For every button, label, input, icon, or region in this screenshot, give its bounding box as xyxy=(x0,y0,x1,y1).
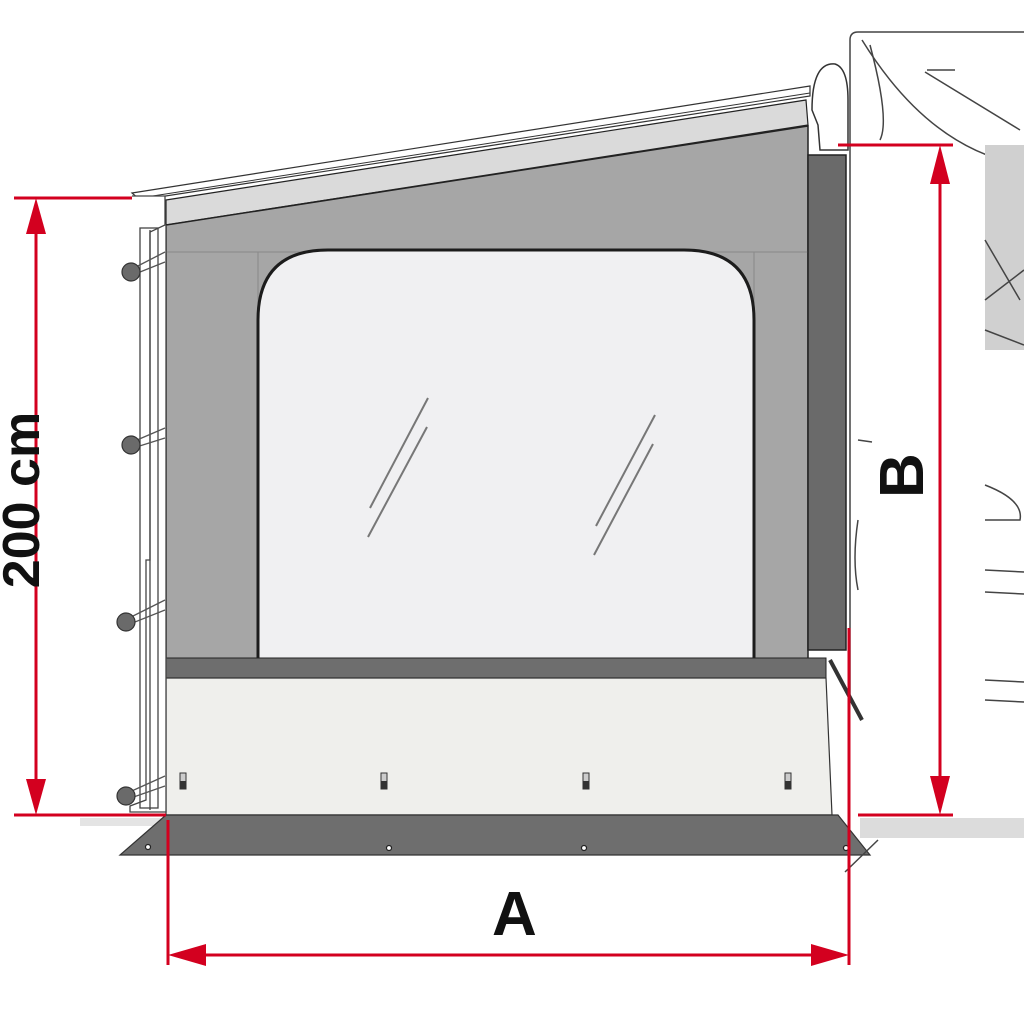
dimension-b xyxy=(838,143,953,817)
awning-cassette xyxy=(811,63,849,151)
skirt-fasteners xyxy=(179,772,792,790)
support-pole xyxy=(129,195,167,813)
ground-strip-left xyxy=(80,818,170,826)
dimension-200cm xyxy=(14,196,166,817)
ground-strip xyxy=(860,818,1024,838)
panel-edge-strip xyxy=(807,154,847,651)
ground-mat xyxy=(118,814,872,856)
dimension-label-b: B xyxy=(868,453,937,498)
panel-skirt xyxy=(165,677,833,816)
tension-strap xyxy=(828,659,864,721)
panel-window xyxy=(256,248,756,662)
dimension-label-200cm: 200 cm xyxy=(0,411,51,589)
ground-mat-pegs xyxy=(144,843,850,852)
pole-tensioners xyxy=(116,251,166,806)
dimension-a xyxy=(166,628,851,966)
panel-bottom-band xyxy=(165,657,827,679)
caravan-body xyxy=(849,31,1024,703)
dimension-label-a: A xyxy=(492,880,537,949)
